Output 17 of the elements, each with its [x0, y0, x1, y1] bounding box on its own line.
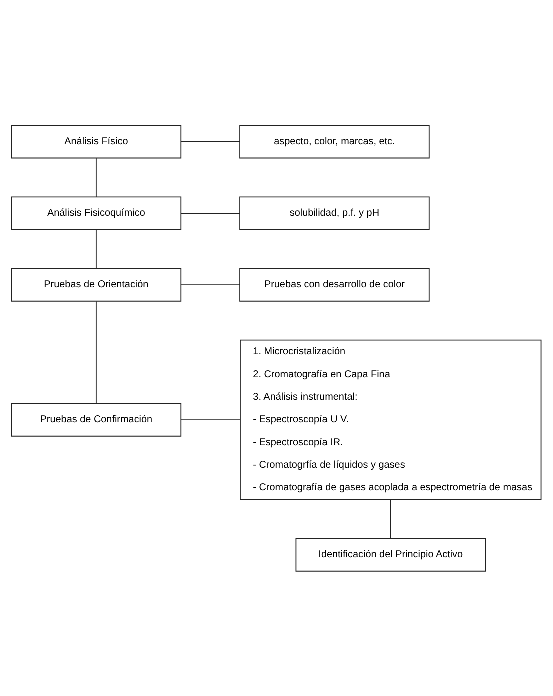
- node-box: Pruebas de Orientación: [11, 268, 182, 302]
- node-box: 1. Microcristalización 2. Cromatografía en Capa Fina 3. Análisis instrumental: - Espectroscopía U V. - Espectroscopía IR. - Cromatogrfía de líquidos y gases - Cromatografía de gases acoplada a espectrometría de masas: [240, 339, 542, 500]
- connector: [181, 140, 240, 142]
- node-box: Análisis Fisicoquímico: [11, 196, 182, 230]
- connector: [96, 300, 97, 404]
- connector: [181, 284, 240, 286]
- connector: [96, 229, 97, 269]
- connector: [180, 419, 241, 420]
- connector: [96, 158, 97, 197]
- node-box: Identificación del Principio Activo: [296, 538, 486, 572]
- connector: [181, 212, 240, 214]
- node-box: Análisis Físico: [11, 124, 182, 158]
- connector: [390, 499, 392, 539]
- node-box: Pruebas con desarrollo de color: [240, 268, 430, 302]
- node-box: Pruebas de Confirmación: [11, 402, 182, 436]
- node-box: aspecto, color, marcas, etc.: [240, 124, 430, 158]
- node-box: solubilidad, p.f. y pH: [240, 196, 430, 230]
